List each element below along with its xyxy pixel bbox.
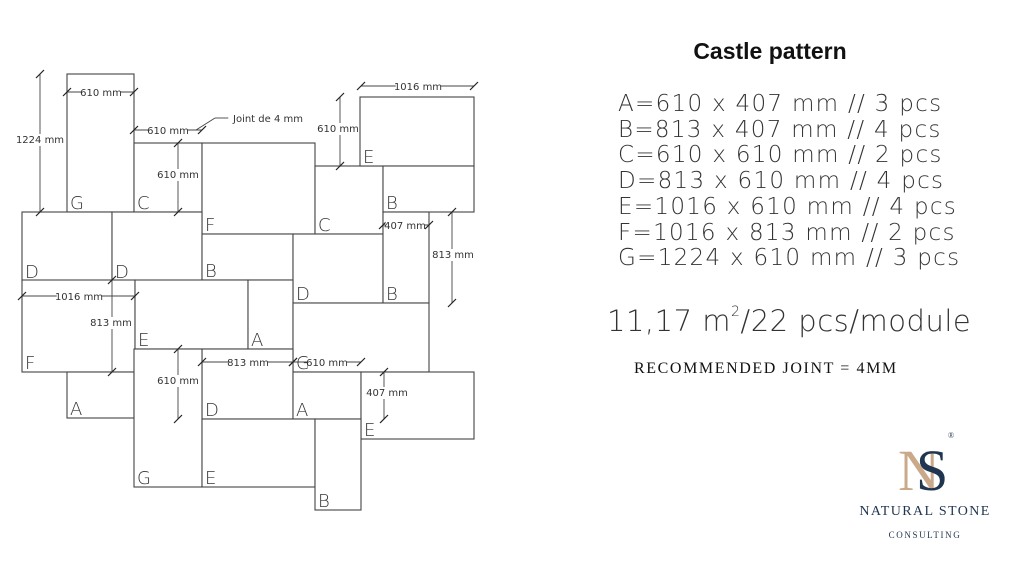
module-area: 11,17 m2/22 pcs/module: [607, 304, 971, 338]
area-exponent: 2: [731, 304, 741, 321]
logo-monogram-n: N: [898, 438, 940, 498]
spec-d: D=813 x 610 mm // 4 pcs: [618, 168, 945, 195]
dimension-line: 813 mm: [90, 275, 132, 377]
spec-f: F=1016 x 813 mm // 2 pcs: [618, 219, 956, 246]
dimension-label: 1016 mm: [394, 82, 442, 93]
brand-tagline: CONSULTING: [888, 530, 962, 540]
dimension-line: 610 mm: [157, 344, 199, 424]
dimension-label: 407 mm: [384, 221, 426, 232]
dimension-line: 1016 mm: [17, 291, 140, 303]
tile-label: C: [137, 193, 150, 214]
dimension-line: 813 mm: [197, 357, 298, 369]
dimension-line: 813 mm: [432, 207, 474, 308]
joint-note: RECOMMENDED JOINT = 4MM: [634, 360, 898, 377]
dimension-line: 610 mm: [157, 138, 199, 217]
dimension-line: 610 mm: [62, 87, 139, 99]
dimension-label: 610 mm: [157, 170, 199, 181]
dimension-label: 813 mm: [90, 318, 132, 329]
page-title: Castle pattern: [693, 38, 847, 64]
dimension-line: 610 mm: [129, 125, 207, 137]
area-value: 11,17 m: [607, 304, 731, 338]
spec-b: B=813 x 407 mm // 4 pcs: [618, 116, 942, 143]
tile-e: [134, 279, 249, 350]
tile-e: [360, 371, 475, 440]
tile-label: A: [70, 399, 82, 420]
dimension-line: 1016 mm: [356, 81, 479, 93]
dimension-line: Joint de 4 mm: [195, 113, 308, 131]
tile-label: D: [25, 262, 39, 283]
tile-a: [292, 371, 362, 420]
dimension-label: 610 mm: [147, 126, 189, 137]
dimension-line: 407 mm: [378, 220, 434, 232]
logo-registered: ®: [948, 431, 954, 440]
tile-e: [201, 418, 316, 488]
tile-label: F: [25, 353, 35, 374]
tile-label: E: [205, 468, 216, 489]
ns-logo-icon: N S ®: [898, 431, 954, 498]
tile-a: [247, 279, 294, 350]
dimension-line: 610 mm: [288, 357, 366, 369]
logo-monogram-s: S: [916, 438, 948, 498]
dimension-label: 813 mm: [227, 358, 269, 369]
dimension-line: 407 mm: [366, 367, 408, 424]
dimension-label: Joint de 4 mm: [232, 114, 303, 125]
area-rest: /22 pcs/module: [740, 304, 972, 338]
tile-label: A: [296, 400, 308, 421]
spec-a: A=610 x 407 mm // 3 pcs: [618, 91, 943, 117]
tile-d: [111, 211, 203, 282]
tile-label: G: [137, 468, 151, 489]
tile-label: A: [251, 330, 263, 351]
tile-label: B: [386, 193, 398, 214]
tile-g: [133, 348, 203, 488]
dimension-label: 610 mm: [306, 358, 348, 369]
dimension-label: 610 mm: [317, 124, 359, 135]
tile-label: C: [318, 215, 331, 236]
dimension-label: 1224 mm: [16, 135, 64, 146]
tile-a: [66, 371, 135, 419]
brand-name: NATURAL STONE: [859, 504, 991, 519]
tile-label: E: [364, 420, 375, 441]
dimension-line: 1224 mm: [16, 69, 64, 217]
spec-e: E=1016 x 610 mm // 4 pcs: [618, 193, 958, 220]
tile-label: E: [138, 330, 149, 351]
pattern-diagram: G C F C E B D D B D B F E A G A D A E G E B 610 mm 1224 mm 610 …: [16, 69, 479, 512]
tile-e: [359, 96, 475, 167]
tile-label: D: [296, 284, 310, 305]
dimension-label: 610 mm: [80, 88, 122, 99]
dimension-label: 813 mm: [432, 250, 474, 261]
tile-label: B: [318, 491, 330, 512]
dimension-line: 610 mm: [317, 92, 359, 171]
spec-g: G=1224 x 610 mm // 3 pcs: [618, 245, 961, 272]
tile-label: B: [205, 261, 217, 282]
spec-c: C=610 x 610 mm // 2 pcs: [618, 142, 943, 169]
tile-b: [314, 418, 362, 511]
tile-label: G: [70, 193, 84, 214]
tile-b: [382, 165, 475, 213]
dimension-label: 407 mm: [366, 388, 408, 399]
tile-spec-list: A=610 x 407 mm // 3 pcs B=813 x 407 mm /…: [618, 91, 961, 272]
tile-label: B: [386, 284, 398, 305]
tile-label: E: [363, 147, 374, 168]
dimension-label: 610 mm: [157, 376, 199, 387]
tile-label: D: [115, 262, 129, 283]
tile-label: D: [205, 400, 219, 421]
tile-label: F: [205, 215, 215, 236]
tile-label: G: [296, 353, 310, 374]
tile-c: [314, 165, 384, 235]
tile-f: [201, 142, 316, 235]
dimension-label: 1016 mm: [55, 292, 103, 303]
